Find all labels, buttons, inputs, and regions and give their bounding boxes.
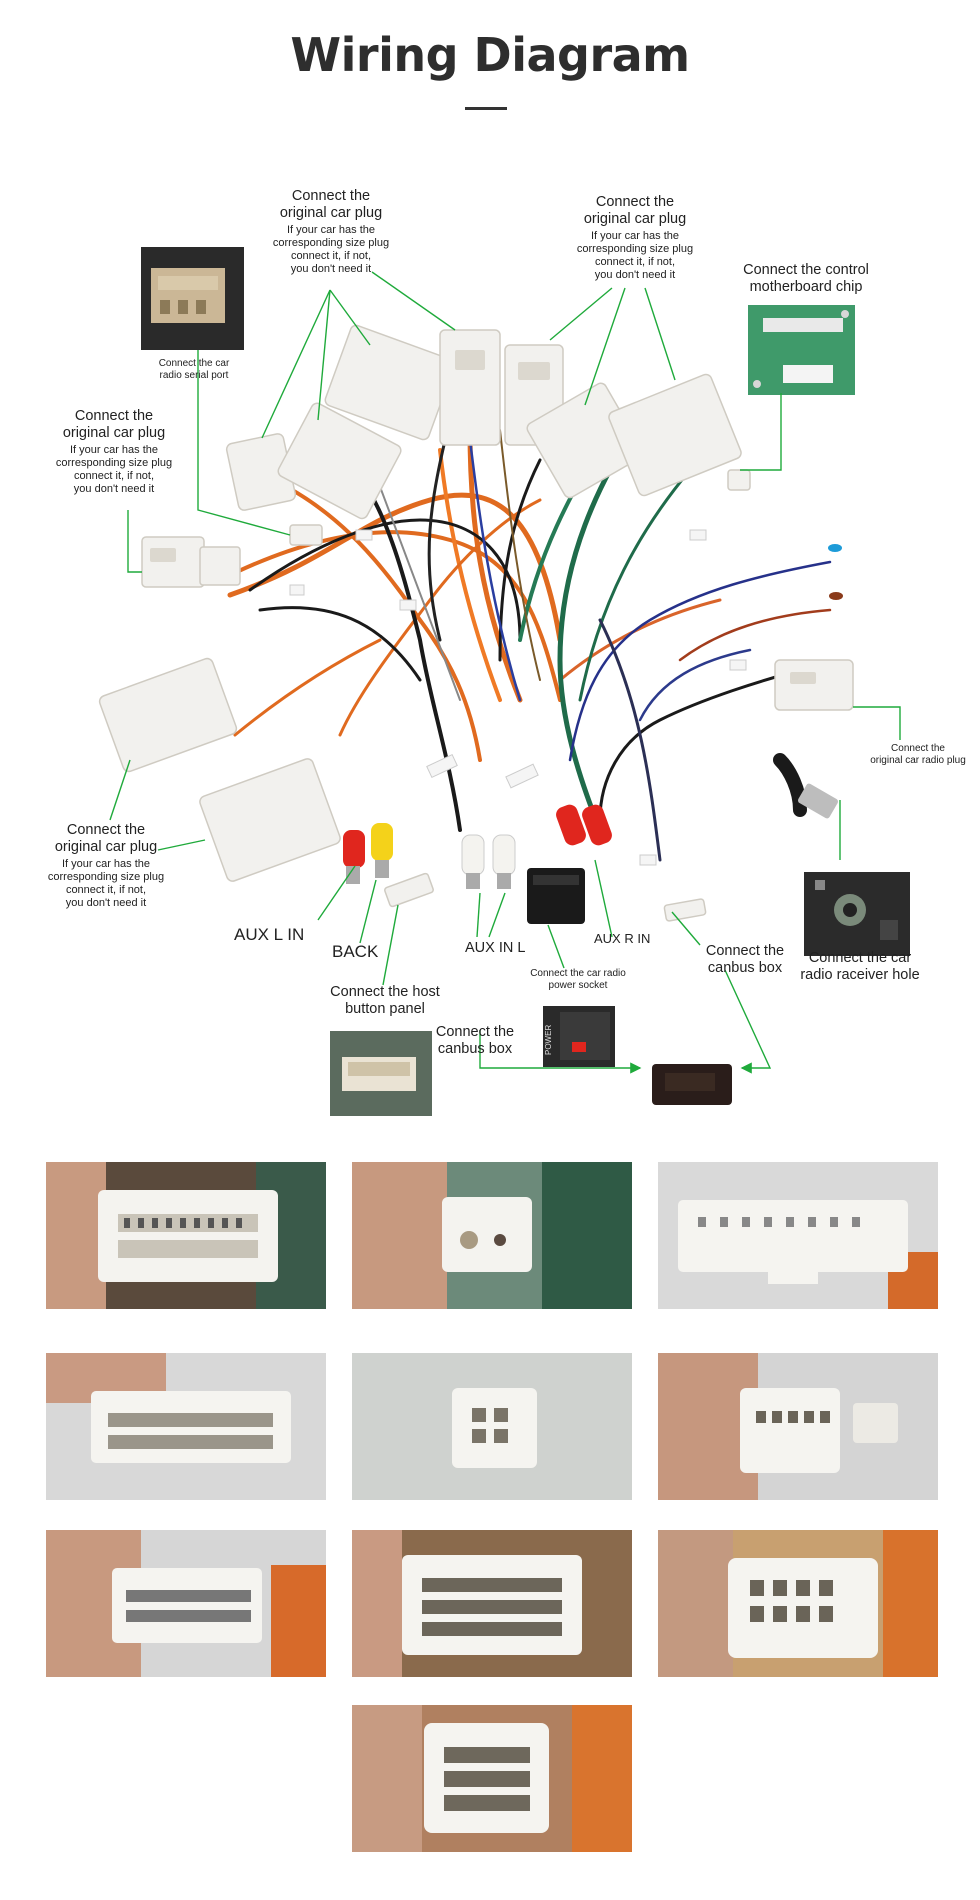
label-aux-r-in-text: AUX R IN (594, 931, 651, 946)
label-top-right-head: Connect the original car plug (583, 194, 687, 227)
white-plugs (98, 324, 854, 922)
label-canbus-left-text: Connect the canbus box (435, 1024, 515, 1057)
label-receiver-hole: Connect the car radio raceiver hole (790, 950, 930, 984)
label-bottom-left: Connect the original car plug If your ca… (26, 822, 186, 910)
connector-photo-3 (658, 1162, 938, 1309)
connector-photo-1 (46, 1162, 326, 1309)
label-back-text: BACK (332, 942, 379, 961)
connector-photo-8 (352, 1530, 632, 1677)
label-bottom-left-sub: If your car has the corresponding size p… (47, 858, 165, 909)
connector-photo-5 (352, 1353, 632, 1500)
label-aux-l-in-text: AUX L IN (234, 925, 305, 944)
inset-host-button (330, 1031, 432, 1116)
leader-lines (109, 271, 901, 1074)
label-bottom-left-head: Connect the original car plug (54, 822, 158, 855)
label-serial-port: Connect the car radio serial port (132, 358, 256, 382)
label-top-left-head: Connect the original car plug (279, 188, 383, 221)
connector-photo-7 (46, 1530, 326, 1677)
wiring-diagram: POWER (98, 247, 910, 1116)
inset-control-chip (748, 305, 855, 395)
label-aux-in-l-text: AUX IN L (465, 940, 526, 956)
label-canbus-right: Connect the canbus box (690, 943, 800, 977)
title-underline (465, 107, 507, 110)
power-word-text: POWER (544, 1025, 553, 1055)
connector-photo-4 (46, 1353, 326, 1500)
label-control-chip-text: Connect the control motherboard chip (743, 262, 869, 295)
label-host-button-text: Connect the host button panel (330, 984, 440, 1017)
label-receiver-hole-text: Connect the car radio raceiver hole (800, 950, 920, 983)
label-top-left-sub: If your car has the corresponding size p… (272, 224, 390, 275)
brown-probe-tip (829, 592, 843, 600)
label-aux-in-l: AUX IN L (465, 940, 525, 957)
label-back: BACK (332, 943, 378, 960)
page-title: Wiring Diagram (290, 28, 690, 82)
label-top-right: Connect the original car plug If your ca… (550, 194, 720, 282)
inset-serial-port (141, 247, 244, 350)
label-mid-left-sub: If your car has the corresponding size p… (55, 444, 173, 495)
connector-photo-10 (352, 1705, 632, 1852)
inset-power-socket: POWER (543, 1006, 615, 1067)
label-power-socket-text: Connect the car radio power socket (530, 968, 626, 991)
label-canbus-right-text: Connect the canbus box (705, 943, 785, 976)
label-power-socket: Connect the car radio power socket (518, 968, 638, 992)
blue-probe-tip (828, 544, 842, 552)
antenna-cable (773, 753, 807, 817)
inset-receiver-hole (804, 872, 910, 956)
label-mid-left-head: Connect the original car plug (62, 408, 166, 441)
label-serial-port-text: Connect the car radio serial port (158, 358, 230, 381)
connector-photo-2 (352, 1162, 632, 1309)
label-canbus-left: Connect the canbus box (420, 1024, 530, 1058)
antenna-plug (798, 783, 838, 819)
label-radio-plug: Connect the original car radio plug (856, 743, 980, 767)
label-aux-r-in: AUX R IN (594, 930, 650, 947)
plug-cavities (150, 350, 816, 684)
label-mid-left: Connect the original car plug If your ca… (34, 408, 194, 496)
connector-photo-6 (658, 1353, 938, 1500)
label-host-button: Connect the host button panel (320, 984, 450, 1018)
label-aux-l-in: AUX L IN (234, 926, 304, 943)
inset-canbus-box (652, 1064, 732, 1105)
rca-plugs (343, 804, 612, 889)
label-control-chip: Connect the control motherboard chip (726, 262, 886, 296)
label-top-right-sub: If your car has the corresponding size p… (576, 230, 694, 281)
label-radio-plug-text: Connect the original car radio plug (870, 743, 966, 766)
label-top-left: Connect the original car plug If your ca… (246, 188, 416, 276)
connector-photo-9 (658, 1530, 938, 1677)
